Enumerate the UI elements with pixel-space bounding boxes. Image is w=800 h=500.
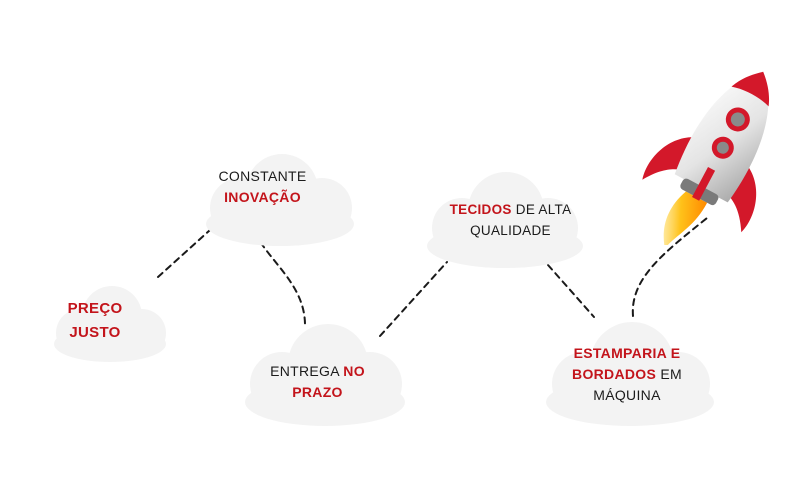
step-preco-line2: JUSTO xyxy=(69,324,121,341)
step-tecidos-highlight: TECIDOS xyxy=(449,202,512,217)
cloud-entrega xyxy=(245,324,405,426)
step-entrega-line2: PRAZO xyxy=(292,384,343,400)
step-tecidos-plain: DE ALTA xyxy=(515,202,572,217)
step-preco-highlight: PREÇO xyxy=(67,300,123,317)
step-tecidos-line2: QUALIDADE xyxy=(470,223,551,238)
step-entrega-plain: ENTREGA xyxy=(270,363,340,379)
rocket-icon xyxy=(642,71,770,245)
step-constante-inovacao: CONSTANTE INOVAÇÃO xyxy=(190,166,335,208)
step-tecidos-alta-qualidade: TECIDOS DE ALTA QUALIDADE xyxy=(433,199,588,241)
step-entrega-no-prazo: ENTREGA NO PRAZO xyxy=(245,361,390,403)
connector-4-5 xyxy=(547,264,595,318)
step-estamparia-line3: MÁQUINA xyxy=(593,387,661,403)
step-entrega-highlight: NO xyxy=(343,363,365,379)
connector-1-2 xyxy=(157,229,211,278)
step-estamparia-line1: ESTAMPARIA E xyxy=(573,345,681,361)
step-preco-justo: PREÇO JUSTO xyxy=(30,297,160,345)
connector-3-4 xyxy=(379,261,448,337)
step-estamparia-highlight: BORDADOS xyxy=(572,366,657,382)
step-inovacao-line1: CONSTANTE xyxy=(218,168,307,184)
connector-5-rocket xyxy=(631,217,708,317)
step-estamparia-bordados: ESTAMPARIA E BORDADOS EM MÁQUINA xyxy=(552,343,702,406)
cloud-estamparia xyxy=(546,322,714,426)
step-estamparia-plain: EM xyxy=(660,366,682,382)
step-inovacao-highlight: INOVAÇÃO xyxy=(224,189,301,205)
cloud-tecidos xyxy=(427,172,583,268)
cloud-preco xyxy=(54,286,166,362)
cloud-inovacao xyxy=(206,154,354,246)
